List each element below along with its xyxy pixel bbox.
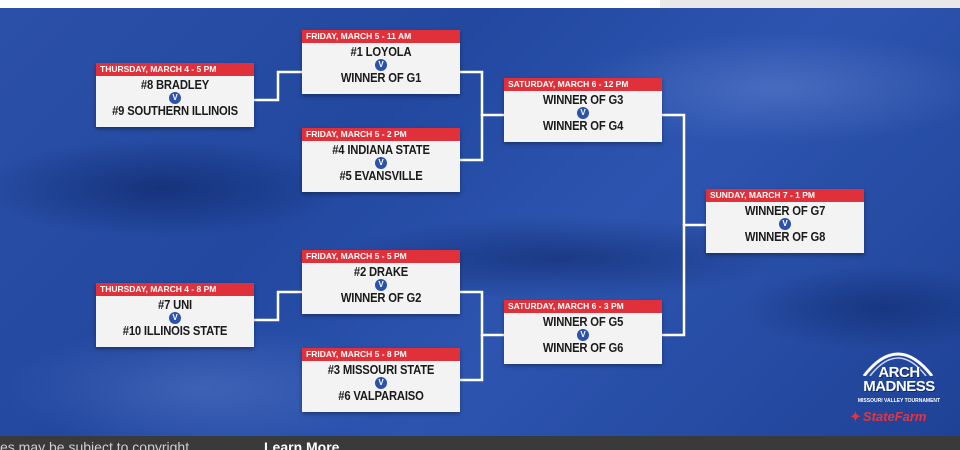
learn-more-link[interactable]: Learn More bbox=[264, 439, 340, 450]
logo-title-line-1: ARCH bbox=[878, 364, 920, 381]
team-top: #4 INDIANA STATE bbox=[332, 143, 430, 157]
game-date: FRIDAY, MARCH 5 - 11 AM bbox=[302, 30, 460, 43]
logo-title: ARCH MADNESS bbox=[854, 364, 944, 395]
team-bottom: WINNER OF G8 bbox=[744, 230, 826, 244]
game-date: THURSDAY, MARCH 4 - 5 PM bbox=[96, 63, 254, 76]
copyright-bar: es may be subject to copyright. Learn Mo… bbox=[0, 436, 960, 450]
game-date: SATURDAY, MARCH 6 - 12 PM bbox=[504, 78, 662, 91]
team-bottom: WINNER OF G6 bbox=[542, 341, 624, 355]
versus-icon: V bbox=[169, 312, 181, 324]
bracket-connector-lines bbox=[252, 70, 708, 382]
team-bottom: #5 EVANSVILLE bbox=[339, 169, 423, 183]
team-top: #1 LOYOLA bbox=[350, 45, 412, 59]
game-card-g6: FRIDAY, MARCH 5 - 8 PM #3 MISSOURI STATE… bbox=[302, 348, 460, 412]
game-card-championship: SUNDAY, MARCH 7 - 1 PM WINNER OF G7 V WI… bbox=[706, 189, 864, 253]
team-bottom: WINNER OF G1 bbox=[340, 71, 422, 85]
arch-madness-logo: ARCH MADNESS MISSOURI VALLEY TOURNAMENT … bbox=[848, 346, 948, 426]
game-card-g8: SATURDAY, MARCH 6 - 3 PM WINNER OF G5 V … bbox=[504, 300, 662, 364]
versus-icon: V bbox=[577, 329, 589, 341]
game-card-g1: THURSDAY, MARCH 4 - 5 PM #8 BRADLEY V #9… bbox=[96, 63, 254, 127]
versus-icon: V bbox=[375, 59, 387, 71]
sponsor-name: StateFarm bbox=[862, 409, 927, 424]
logo-subtitle: MISSOURI VALLEY TOURNAMENT bbox=[857, 398, 941, 404]
team-top: WINNER OF G5 bbox=[542, 315, 624, 329]
team-bottom: #6 VALPARAISO bbox=[338, 389, 424, 403]
game-date: SATURDAY, MARCH 6 - 3 PM bbox=[504, 300, 662, 313]
game-card-g2: THURSDAY, MARCH 4 - 8 PM #7 UNI V #10 IL… bbox=[96, 283, 254, 347]
game-card-g7: SATURDAY, MARCH 6 - 12 PM WINNER OF G3 V… bbox=[504, 78, 662, 142]
team-top: #7 UNI bbox=[158, 298, 192, 312]
team-bottom: WINNER OF G2 bbox=[340, 291, 422, 305]
team-top: #3 MISSOURI STATE bbox=[327, 363, 435, 377]
game-card-g3: FRIDAY, MARCH 5 - 11 AM #1 LOYOLA V WINN… bbox=[302, 30, 460, 94]
versus-icon: V bbox=[779, 218, 791, 230]
bracket-poster: THURSDAY, MARCH 4 - 5 PM #8 BRADLEY V #9… bbox=[0, 8, 960, 436]
state-farm-icon: ✦ bbox=[850, 409, 861, 424]
copyright-notice: es may be subject to copyright. bbox=[0, 439, 193, 450]
versus-icon: V bbox=[375, 279, 387, 291]
team-top: WINNER OF G3 bbox=[542, 93, 624, 107]
team-bottom: #9 SOUTHERN ILLINOIS bbox=[112, 104, 238, 118]
game-date: FRIDAY, MARCH 5 - 2 PM bbox=[302, 128, 460, 141]
game-date: FRIDAY, MARCH 5 - 5 PM bbox=[302, 250, 460, 263]
team-top: WINNER OF G7 bbox=[744, 204, 826, 218]
team-bottom: #10 ILLINOIS STATE bbox=[122, 324, 228, 338]
arch-icon bbox=[862, 352, 934, 376]
versus-icon: V bbox=[169, 92, 181, 104]
team-top: #2 DRAKE bbox=[353, 265, 409, 279]
logo-title-line-2: MADNESS bbox=[863, 378, 935, 395]
team-bottom: WINNER OF G4 bbox=[542, 119, 624, 133]
game-date: FRIDAY, MARCH 5 - 8 PM bbox=[302, 348, 460, 361]
versus-icon: V bbox=[577, 107, 589, 119]
sponsor-logo: ✦StateFarm bbox=[850, 409, 946, 425]
game-card-g5: FRIDAY, MARCH 5 - 5 PM #2 DRAKE V WINNER… bbox=[302, 250, 460, 314]
versus-icon: V bbox=[375, 157, 387, 169]
game-card-g4: FRIDAY, MARCH 5 - 2 PM #4 INDIANA STATE … bbox=[302, 128, 460, 192]
team-top: #8 BRADLEY bbox=[140, 78, 210, 92]
game-date: THURSDAY, MARCH 4 - 8 PM bbox=[96, 283, 254, 296]
versus-icon: V bbox=[375, 377, 387, 389]
game-date: SUNDAY, MARCH 7 - 1 PM bbox=[706, 189, 864, 202]
browser-top-strip-shade bbox=[660, 0, 960, 8]
browser-top-strip bbox=[0, 0, 960, 8]
